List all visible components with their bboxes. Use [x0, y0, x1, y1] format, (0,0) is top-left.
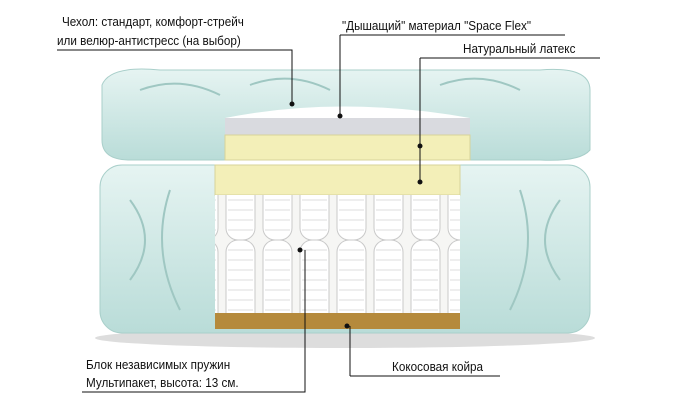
latex-layer-lower	[214, 164, 461, 196]
cover-label-line1: Чехол: стандарт, комфорт-стрейч	[62, 14, 244, 29]
cover-label-line2: или велюр-антистресс (на выбор)	[57, 33, 241, 48]
leader-lines	[57, 34, 600, 393]
spring-block	[215, 195, 460, 315]
latex-label: Натуральный латекс	[463, 41, 576, 56]
coir-layer	[215, 313, 460, 329]
latex-layer-upper	[224, 134, 471, 161]
springs-label-line2: Мультипакет, высота: 13 см.	[86, 375, 239, 390]
leader-dots	[289, 101, 423, 329]
space-flex-label: "Дышащий" материал "Space Flex"	[342, 18, 531, 33]
coir-label: Кокосовая койра	[392, 359, 484, 374]
space-flex-layer	[225, 118, 470, 135]
springs-label-line1: Блок независимых пружин	[86, 357, 231, 372]
